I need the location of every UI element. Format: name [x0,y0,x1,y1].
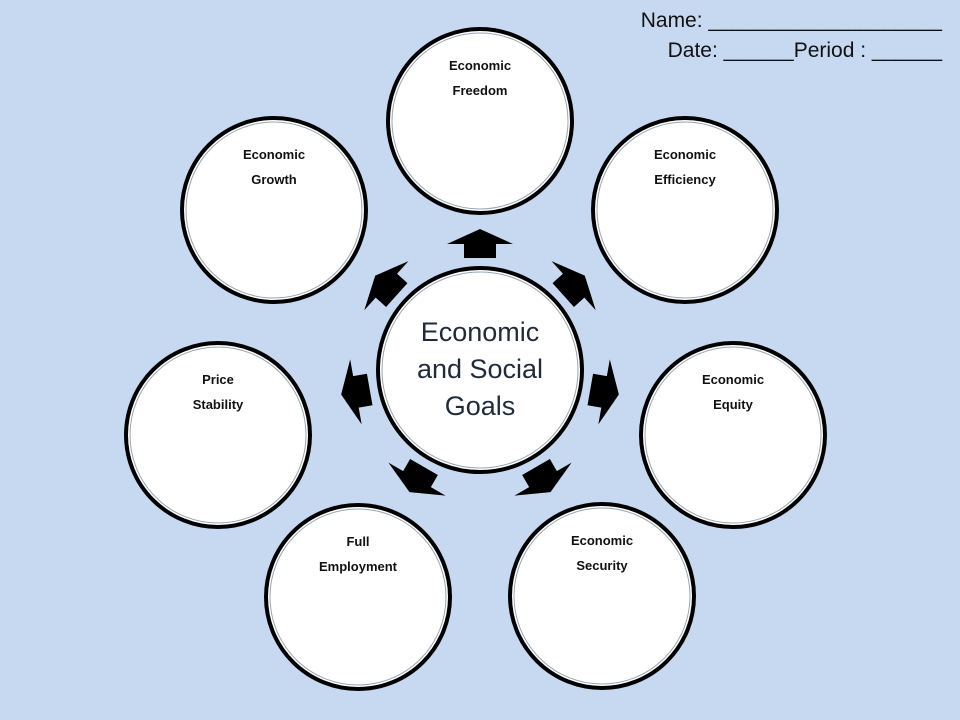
goal-label-line: Economic [701,372,765,387]
center-label-line: and Social [416,354,544,384]
center-circle-inner-ring [381,271,579,469]
goal-label-line: Equity [713,397,753,412]
goal-circle-security-inner-ring [513,507,691,685]
arrow-to-freedom [447,229,513,258]
goal-circle-efficiency [591,116,779,304]
center-circle [376,266,584,474]
goal-label-line: Freedom [452,83,508,98]
goal-label-line: Full [346,534,370,549]
goal-circle-stability [124,341,312,529]
goal-circle-growth [180,116,368,304]
goal-label-line: Economic [448,58,512,73]
arrow-to-employment [388,458,446,496]
arrow-to-security [514,458,572,496]
goal-label-line: Growth [251,172,297,187]
goal-circle-freedom [386,27,574,215]
goal-circle-efficiency-inner-ring [596,121,774,299]
center-label-line: Goals [444,391,516,421]
goal-circle-freedom-inner-ring [391,32,569,210]
goal-circle-equity [639,341,827,529]
name-line: Name: ____________________ [640,9,942,32]
goal-label-line: Price [202,372,234,387]
circles-group [124,27,827,691]
goal-circle-employment [264,503,452,691]
date-period-line: Date: ______Period : ______ [667,39,942,62]
goal-label-line: Security [576,558,628,573]
goal-label-line: Economic [570,533,634,548]
goal-label-line: Economic [242,147,306,162]
goal-circle-employment-inner-ring [269,508,447,686]
goal-circle-stability-inner-ring [129,346,307,524]
goal-label-line: Stability [192,397,244,412]
arrow-to-growth [364,261,409,311]
goal-label-line: Employment [318,559,397,574]
goal-label-line: Efficiency [654,172,716,187]
goal-circle-security [508,502,696,690]
goal-label-line: Economic [653,147,717,162]
goal-circle-growth-inner-ring [185,121,363,299]
goal-circle-equity-inner-ring [644,346,822,524]
student-header: Name: ____________________ Date: ______P… [641,6,942,66]
arrow-to-equity [587,359,619,425]
arrow-to-stability [341,359,373,425]
center-label-line: Economic [420,317,540,347]
